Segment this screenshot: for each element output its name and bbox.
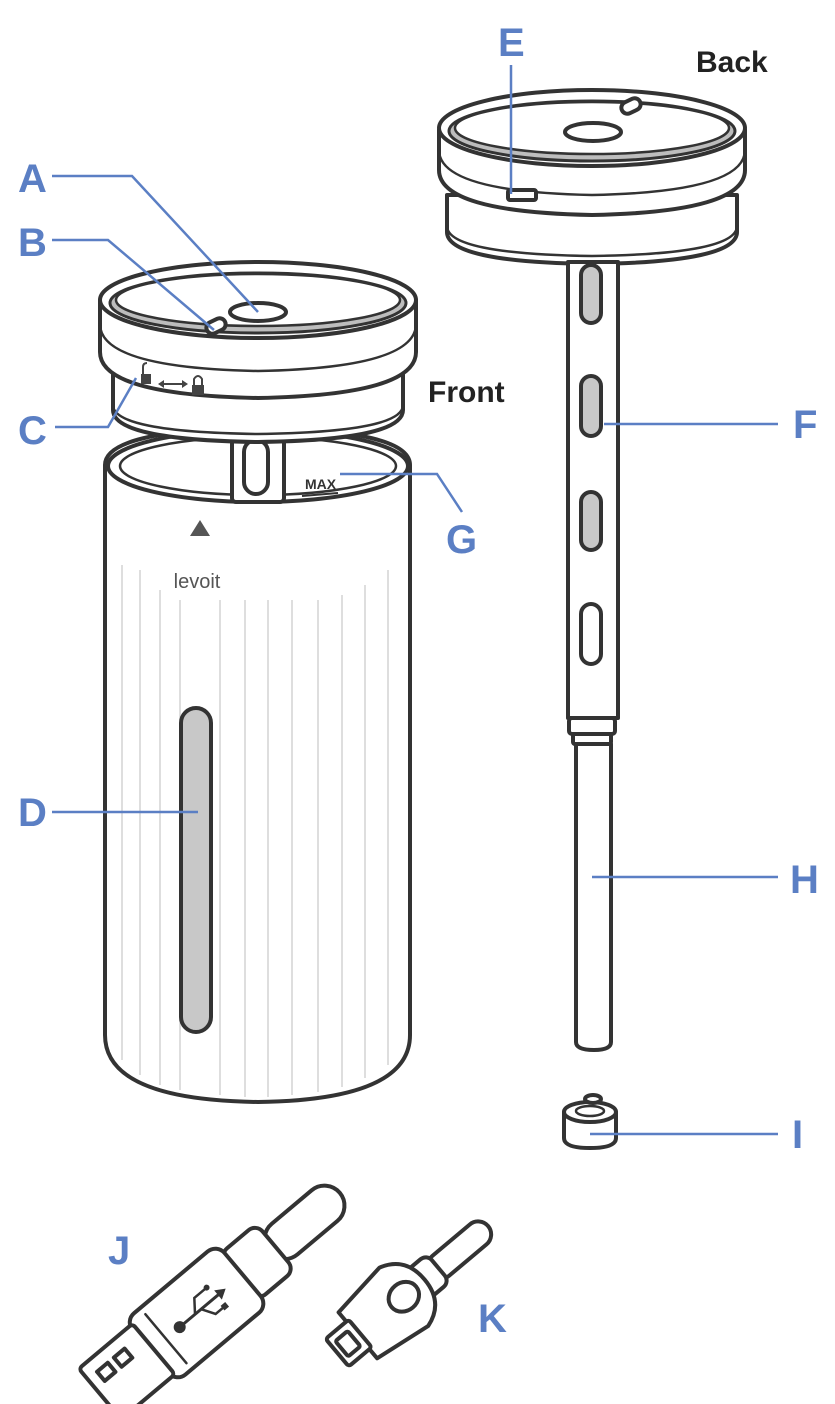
- alignment-triangle-icon: [190, 520, 210, 536]
- callout-k: K: [478, 1297, 507, 1341]
- wick-base: [562, 1093, 618, 1150]
- callout-j: J: [108, 1229, 130, 1273]
- brand-logo: levoit: [174, 571, 221, 593]
- back-button: [619, 96, 643, 116]
- tank-ribs: [121, 565, 389, 1097]
- cotton-wick: [574, 742, 613, 1052]
- water-level-window: [179, 706, 213, 1034]
- callout-a: A: [18, 157, 47, 201]
- unlock-icon: [141, 362, 151, 384]
- callout-h: H: [790, 858, 819, 902]
- callout-i: I: [792, 1113, 803, 1157]
- water-tank: levoit MAX: [103, 426, 412, 1104]
- usb-a-cable: [78, 1183, 347, 1404]
- leader-lines: [52, 65, 778, 1136]
- callout-c: C: [18, 409, 47, 453]
- callout-d: D: [18, 791, 47, 835]
- double-arrow-icon: [158, 380, 188, 388]
- callout-g: G: [446, 518, 477, 562]
- caption-front: Front: [428, 376, 505, 409]
- wick-tube: [566, 260, 620, 746]
- lock-icon: [192, 375, 204, 395]
- micro-usb-cable: [324, 1219, 494, 1368]
- usb-trident-icon: [173, 1284, 230, 1334]
- lid-front: [98, 260, 418, 444]
- usb-port: [506, 188, 538, 202]
- callout-e: E: [498, 21, 525, 65]
- max-fill-label: MAX: [305, 476, 337, 492]
- lid-back: [437, 88, 747, 266]
- callout-b: B: [18, 221, 47, 265]
- callout-f: F: [793, 403, 817, 447]
- caption-back: Back: [696, 46, 768, 79]
- power-button: [204, 316, 228, 336]
